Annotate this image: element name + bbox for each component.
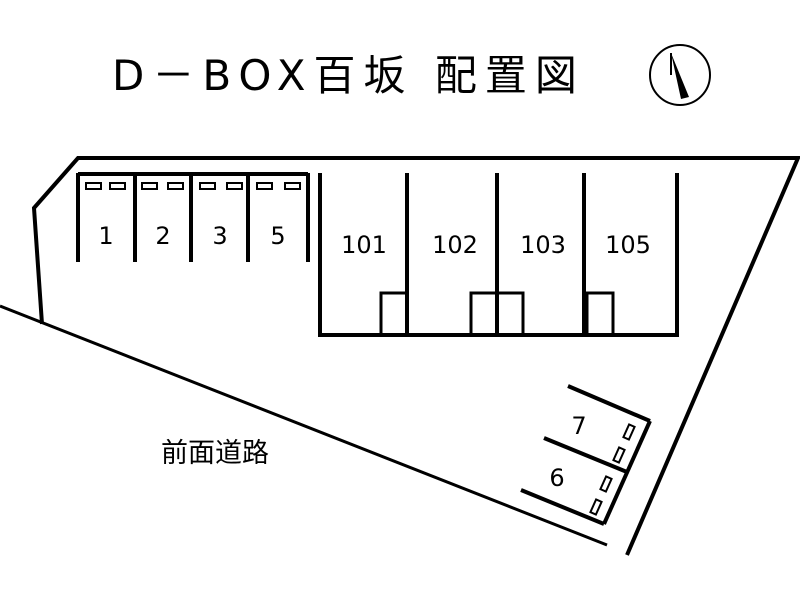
parking-label-6: 6	[549, 464, 564, 492]
parking-label-3: 3	[212, 222, 227, 250]
unit-label-102: 102	[432, 231, 478, 259]
side-parking-bumper-icons	[589, 423, 636, 516]
parking-area: 1 2 3 5	[76, 172, 310, 262]
entrance-marks	[379, 291, 615, 337]
unit-label-103: 103	[520, 231, 566, 259]
north-arrow-icon	[649, 44, 711, 106]
parking-label-1: 1	[98, 222, 113, 250]
parking-label-2: 2	[155, 222, 170, 250]
building: 101 102 103 105	[318, 173, 679, 337]
parking-bumper-icons	[85, 182, 301, 190]
unit-label-101: 101	[341, 231, 387, 259]
page-title: D－BOX百坂 配置図	[112, 51, 585, 100]
site-boundary	[0, 156, 800, 556]
parking-label-5: 5	[270, 222, 285, 250]
side-parking-area: 7 6	[520, 384, 652, 526]
road-label: 前面道路	[161, 438, 269, 469]
unit-label-105: 105	[605, 231, 651, 259]
parking-label-7: 7	[571, 412, 586, 440]
